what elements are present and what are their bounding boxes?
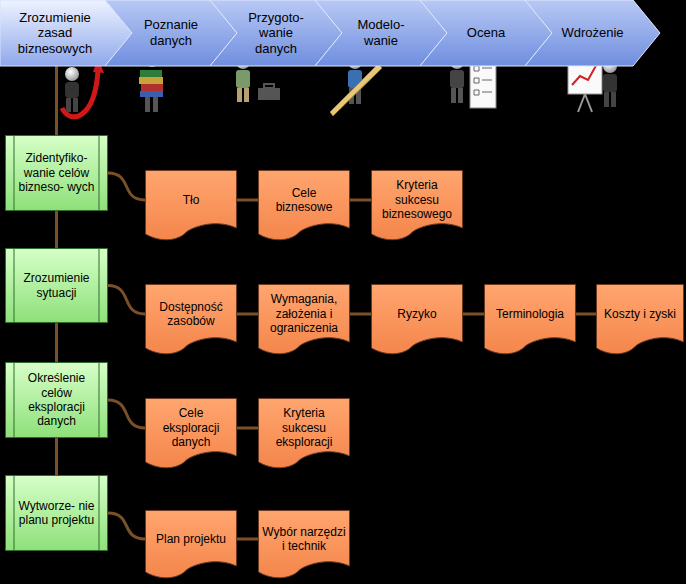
connector [55,211,58,248]
output-document: Kryteria sukcesu eksploracji [258,398,350,470]
node-label: Terminologia [496,307,564,321]
node-label: Koszty i zyski [604,307,676,321]
node-label: Zidentyfiko- wanie celów bizneso- wych [18,151,95,194]
connector [55,66,58,135]
output-document: Kryteria sukcesu biznesowego [371,170,463,242]
task-box: Wytworze- nie planu projektu [5,475,108,551]
output-document: Cele biznesowe [258,170,350,242]
node-label: Ocena [467,25,505,41]
output-document: Tło [145,170,237,242]
output-document: Koszty i zyski [596,284,684,356]
node-label: Kryteria sukcesu biznesowego [375,178,459,221]
node-label: Cele biznesowe [262,186,346,215]
output-document: Terminologia [484,284,576,356]
node-label: Kryteria sukcesu eksploracji [262,406,346,449]
connector [237,199,258,202]
connector [463,313,484,316]
output-document: Ryzyko [371,284,463,356]
connector [237,538,258,541]
output-document: Cele eksploracji danych [145,398,237,470]
connector [108,513,145,539]
connector [350,313,371,316]
phase-chevron: Modelo- wanie [315,0,447,66]
node-label: Zrozumienie sytuacji [18,271,95,300]
phase-chevron: Poznanie danych [105,0,237,66]
node-label: Określenie celów eksploracji danych [18,371,95,429]
node-label: Plan projektu [156,532,226,546]
output-document: Wymagania, założenia i ograniczenia [258,284,350,356]
node-label: Zrozumienie zasad biznesowych [6,10,104,57]
node-label: Wymagania, założenia i ograniczenia [262,292,346,335]
node-label: Wdrożenie [561,25,623,41]
connector [55,438,58,475]
node-label: Tło [183,193,200,207]
node-label: Ryzyko [397,307,436,321]
task-box: Określenie celów eksploracji danych [5,362,108,438]
node-label: Przygoto- wanie danych [237,10,315,57]
node-label: Poznanie danych [132,17,210,48]
connector [576,313,596,316]
phase-chevron: Przygoto- wanie danych [210,0,342,66]
connector [108,400,145,428]
connector [350,199,371,202]
phase-chevron: Ocena [420,0,552,66]
output-document: Wybór narzędzi i technik [258,510,350,580]
phase-chevron: Zrozumienie zasad biznesowych [0,0,132,66]
node-label: Cele eksploracji danych [149,406,233,449]
node-label: Wytworze- nie planu projektu [18,499,95,528]
output-document: Dostępność zasobów [145,284,237,356]
phase-chevron: Wdrożenie [525,0,660,66]
connector [237,313,258,316]
connector [55,323,58,362]
task-box: Zidentyfiko- wanie celów bizneso- wych [5,135,108,211]
node-label: Dostępność zasobów [149,300,233,329]
business-figure [62,58,104,117]
node-label: Modelo- wanie [342,17,420,48]
output-document: Plan projektu [145,510,237,580]
task-box: Zrozumienie sytuacji [5,248,108,323]
node-label: Wybór narzędzi i technik [262,525,346,554]
connector [108,173,145,200]
connector [237,427,258,430]
connector [108,286,145,315]
